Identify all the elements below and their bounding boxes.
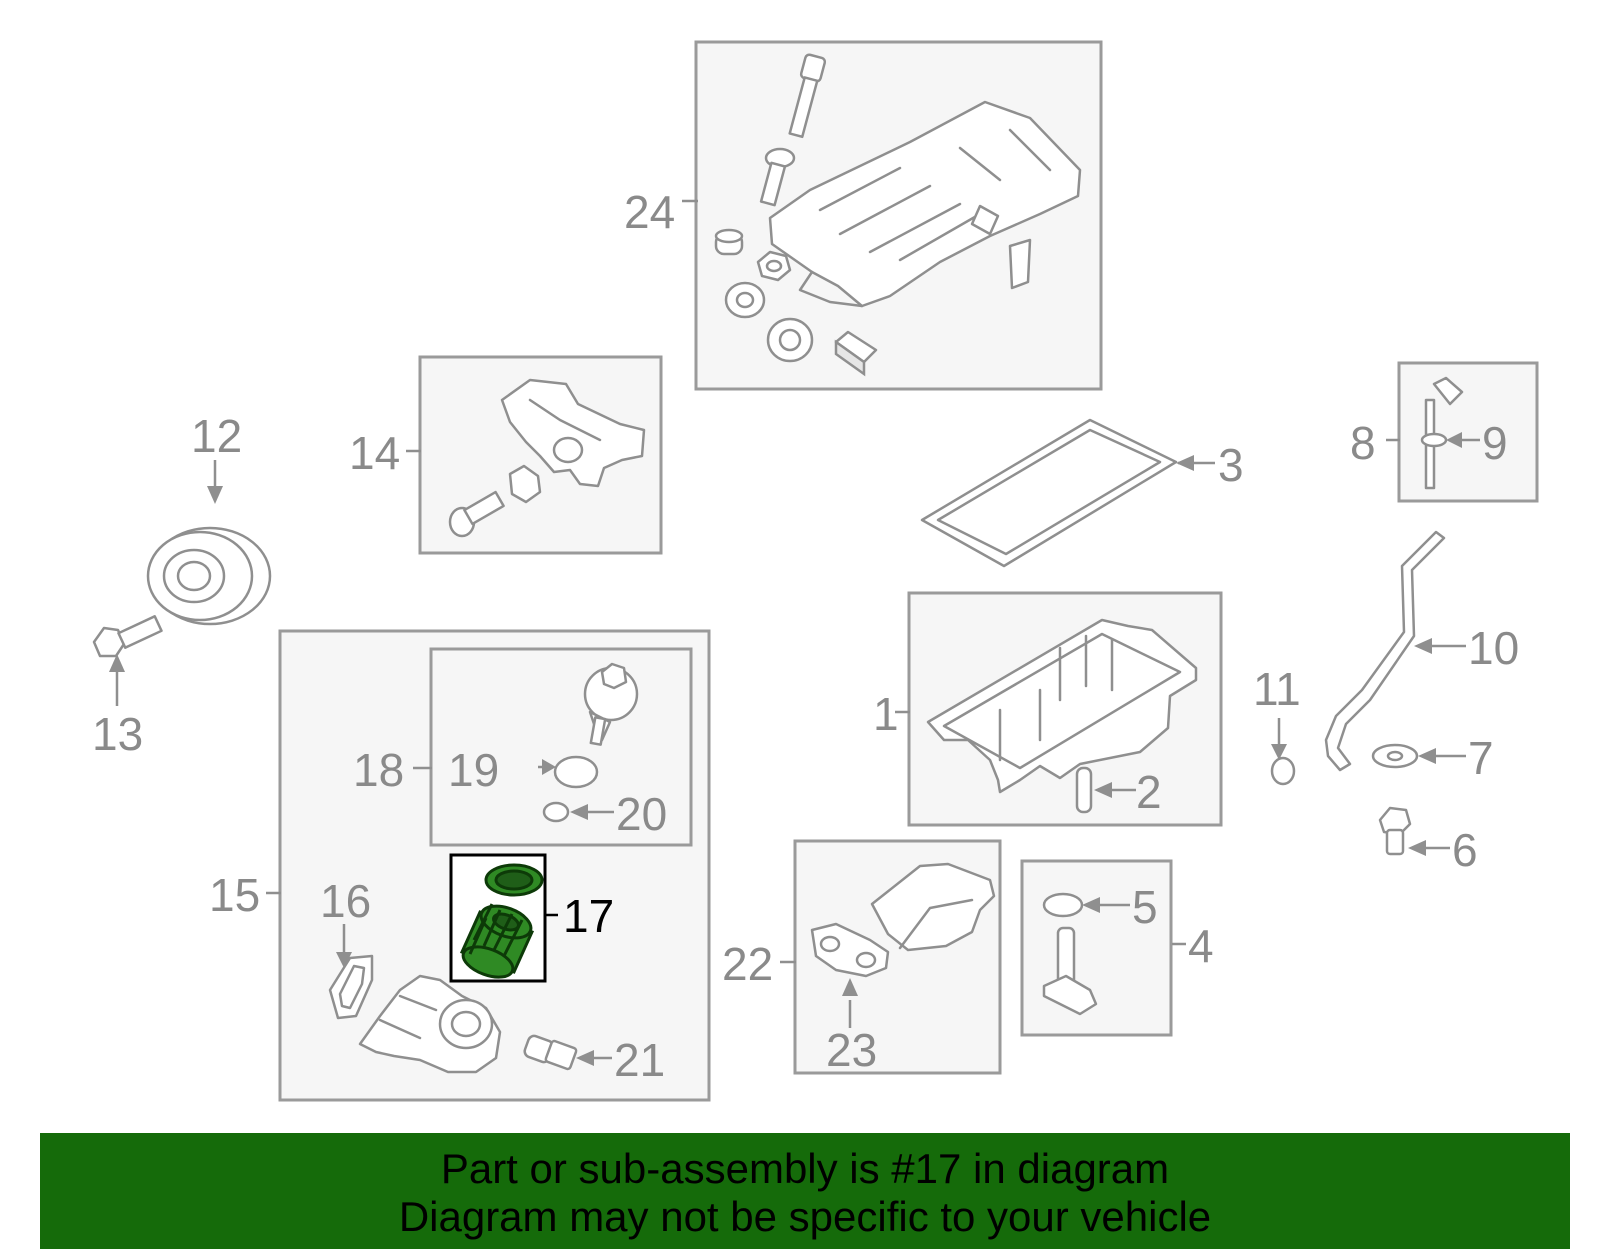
- callout-11: 11: [1253, 663, 1301, 715]
- group-12-pulley[interactable]: 12: [146, 410, 272, 626]
- callout-7: 7: [1468, 732, 1494, 784]
- banner-line-1: Part or sub-assembly is #17 in diagram: [440, 1145, 1170, 1192]
- callout-1: 1: [873, 688, 899, 740]
- grommet-large: [766, 317, 814, 363]
- group-22-oil-cooler[interactable]: 22 23: [722, 839, 1002, 1076]
- callout-22: 22: [722, 938, 773, 990]
- callout-10: 10: [1468, 622, 1519, 674]
- hex-nut: [756, 250, 792, 282]
- callout-2: 2: [1136, 766, 1162, 818]
- pan-gasket: [920, 418, 1178, 568]
- oil-filter-element: [459, 903, 535, 979]
- callout-17: 17: [563, 890, 614, 942]
- group-4-level-sensor[interactable]: 5 4: [1020, 859, 1214, 1037]
- group-1-oil-pan[interactable]: 1: [873, 591, 1223, 827]
- callout-12: 12: [191, 410, 242, 462]
- oil-pan: [926, 618, 1198, 794]
- callout-16: 16: [320, 875, 371, 927]
- cap-o-ring-19: [553, 755, 599, 789]
- filter-cap: [583, 662, 639, 746]
- pump-bolt: [448, 490, 505, 538]
- engine-cover: [768, 100, 1082, 308]
- grommet-small: [714, 228, 744, 256]
- sensor-o-ring-5: [1042, 892, 1084, 918]
- group-15-filter-housing[interactable]: 15 18 19 20 16: [209, 629, 711, 1102]
- group-24-engine-cover[interactable]: 24: [624, 40, 1103, 391]
- cover-bracket: [1008, 238, 1032, 290]
- group-17-oil-filter-highlighted[interactable]: 17: [449, 853, 614, 983]
- cover-clip: [970, 204, 1000, 236]
- banner-line-2: Diagram may not be specific to your vehi…: [398, 1193, 1212, 1240]
- callout-13: 13: [92, 708, 143, 760]
- callout-21: 21: [614, 1034, 665, 1086]
- grommet-medium: [724, 281, 766, 319]
- group-13-pulley-bolt[interactable]: 13: [92, 615, 163, 760]
- callout-14: 14: [349, 427, 400, 479]
- group-3-pan-gasket[interactable]: 3: [920, 418, 1244, 568]
- pump-gasket: [508, 464, 542, 504]
- group-2-dowel[interactable]: 2: [1075, 766, 1162, 818]
- oil-pressure-sensor-21: [523, 1034, 578, 1071]
- callout-8: 8: [1350, 417, 1376, 469]
- callout-4: 4: [1188, 920, 1214, 972]
- cover-pad: [834, 330, 878, 377]
- dipstick-tube: [1324, 530, 1446, 772]
- callout-6: 6: [1452, 824, 1478, 876]
- oil-filter-seal: [484, 863, 544, 897]
- callout-24: 24: [624, 186, 675, 238]
- oil-level-sensor: [1042, 926, 1098, 1016]
- callout-9: 9: [1482, 417, 1508, 469]
- group-8-9-dipstick[interactable]: 8 9: [1350, 361, 1539, 503]
- callout-15: 15: [209, 869, 260, 921]
- info-banner: Part or sub-assembly is #17 in diagram D…: [40, 1133, 1570, 1249]
- o-ring-20: [542, 801, 570, 823]
- callout-3: 3: [1218, 439, 1244, 491]
- callout-19: 19: [448, 744, 499, 796]
- group-7-washer[interactable]: 7: [1371, 732, 1494, 784]
- cover-bolt-long: [788, 53, 827, 139]
- cover-bolt-short: [759, 147, 796, 207]
- group-6-drain-plug[interactable]: 6: [1378, 806, 1478, 876]
- callout-5: 5: [1132, 881, 1158, 933]
- dipstick-seal: [1420, 432, 1448, 448]
- group-14-oil-pump[interactable]: 14: [349, 355, 663, 555]
- callout-20: 20: [616, 788, 667, 840]
- callout-23: 23: [826, 1024, 877, 1076]
- group-11-o-ring[interactable]: 11: [1253, 663, 1301, 786]
- dipstick-handle: [1432, 376, 1464, 406]
- group-10-dipstick-tube[interactable]: 10: [1324, 530, 1519, 772]
- box-8: [1397, 361, 1539, 503]
- box-4: [1020, 859, 1173, 1037]
- callout-18: 18: [353, 744, 404, 796]
